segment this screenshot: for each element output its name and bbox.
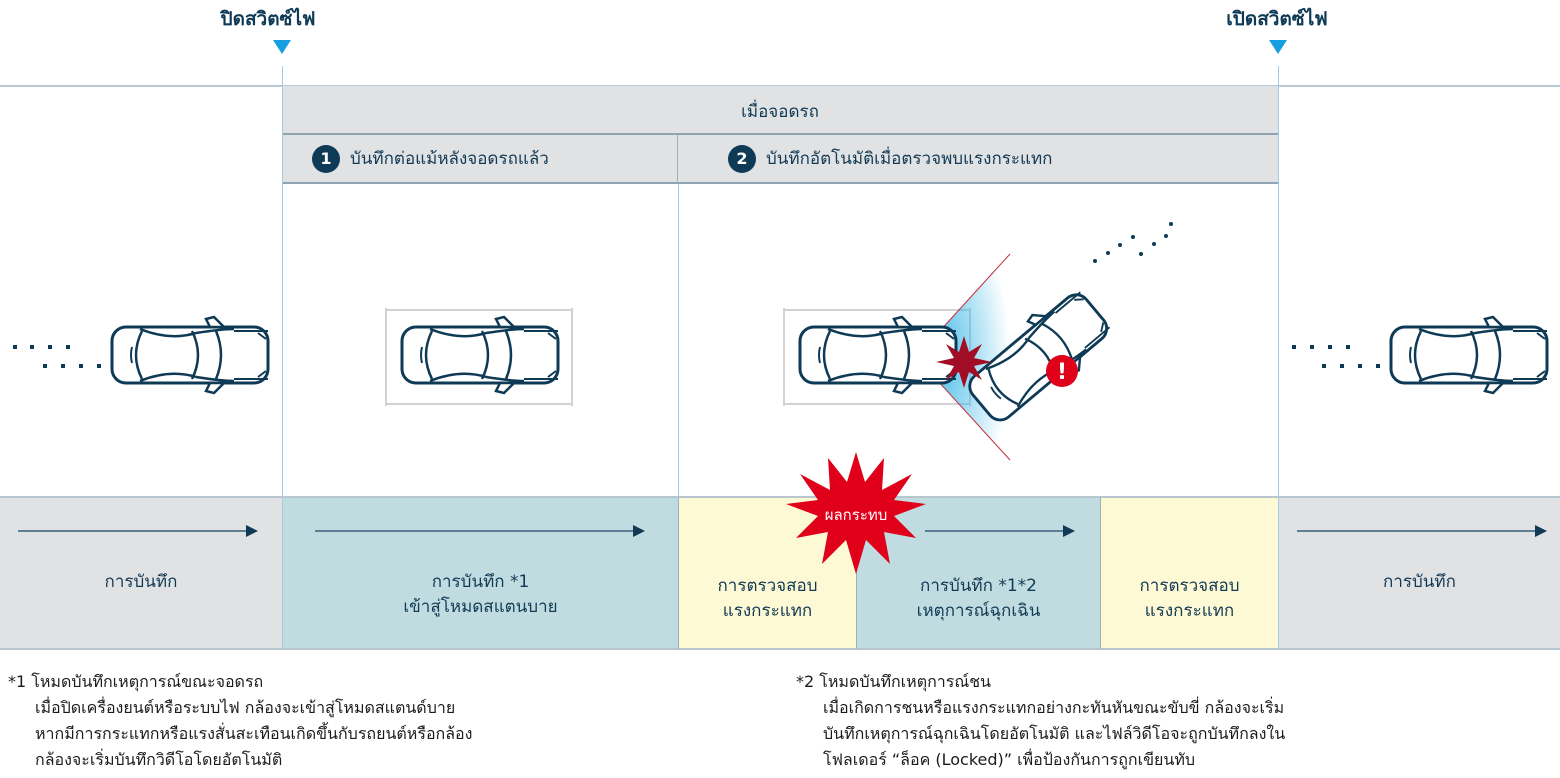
svg-text:!: !: [1057, 360, 1067, 385]
footnote-2-line: โฟลเดอร์ “ล็อค (Locked)” เพื่อป้องกันการ…: [823, 750, 1196, 769]
switch-off-label: ปิดสวิตซ์ไฟ: [220, 8, 316, 30]
parking-bay-icon: [385, 308, 573, 406]
footnote-2: *2 โหมดบันทึกเหตุการณ์ชน เมื่อเกิดการชนห…: [796, 669, 1285, 773]
mode-2-number-badge: 2: [728, 145, 756, 173]
mode-1-number-badge: 1: [312, 145, 340, 173]
segment-impact-detection-1: การตรวจสอบ แรงกระแทก: [678, 496, 856, 650]
segment-4-line1: การบันทึก *1*2: [920, 576, 1037, 596]
parked-car-standby-icon: [400, 315, 560, 395]
scene-illustration: !: [13, 222, 1549, 461]
switch-on-guide-line: [1278, 66, 1279, 650]
alert-icon: !: [1046, 355, 1078, 387]
segment-4-line2: เหตุการณ์ฉุกเฉิน: [916, 601, 1041, 621]
segment-recording-after: การบันทึก: [1278, 496, 1560, 650]
segment-6-line1: การบันทึก: [1383, 572, 1456, 592]
segment-5-line1: การตรวจสอบ: [1139, 576, 1240, 596]
segment-2-line1: การบันทึก *1: [431, 572, 530, 592]
collision-burst-icon: [936, 336, 992, 388]
mode-2-label: บันทึกอัตโนมัติเมื่อตรวจพบแรงกระแทก: [766, 149, 1053, 169]
footnote-2-line: บันทึกเหตุการณ์ฉุกเฉินโดยอัตโนมัติ และไฟ…: [823, 724, 1286, 743]
segment-1-line1: การบันทึก: [104, 572, 178, 592]
footnote-1-line: หากมีการกระแทกหรือแรงสั่นสะเทือนเกิดขึ้น…: [35, 724, 473, 743]
segment-3-line1: การตรวจสอบ: [717, 576, 818, 596]
motion-trail-left-icon: [13, 345, 101, 368]
timeline-arrow-icon: [18, 525, 258, 537]
driving-car-left-icon: [110, 315, 270, 395]
switch-off-guide-line: [282, 66, 283, 650]
footnote-1-line: เมื่อปิดเครื่องยนต์หรือระบบไฟ กล้องจะเข้…: [35, 698, 456, 717]
segment-impact-detection-2: การตรวจสอบ แรงกระแทก: [1100, 496, 1278, 650]
impact-label: ผลกระทบ: [824, 506, 888, 524]
timeline-arrow-icon: [1297, 525, 1547, 537]
footnote-2-title: *2 โหมดบันทึกเหตุการณ์ชน: [796, 672, 991, 691]
switch-off-marker-icon: [273, 40, 291, 54]
driving-car-right-icon: [1389, 315, 1549, 395]
segment-standby-recording: การบันทึก *1 เข้าสู่โหมดสแตนบาย: [282, 496, 678, 650]
impact-starburst-icon: [786, 452, 926, 574]
segment-2-line2: เข้าสู่โหมดสแตนบาย: [403, 597, 558, 617]
footnote-1-title: *1 โหมดบันทึกเหตุการณ์ขณะจอดรถ: [8, 672, 264, 691]
timeline-arrow-icon: [925, 525, 1075, 537]
parked-title: เมื่อจอดรถ: [741, 102, 819, 122]
footnote-2-line: เมื่อเกิดการชนหรือแรงกระแทกอย่างกะทันหัน…: [823, 698, 1285, 717]
segment-3-line2: แรงกระแทก: [722, 601, 813, 621]
segment-5-line2: แรงกระแทก: [1144, 601, 1235, 621]
parked-header: เมื่อจอดรถ: [282, 86, 1278, 135]
segment-recording-before: การบันทึก: [0, 496, 282, 650]
timeline-arrow-icon: [315, 525, 645, 537]
motion-trail-right-icon: [1292, 345, 1380, 368]
segment-emergency-recording: การบันทึก *1*2 เหตุการณ์ฉุกเฉิน: [856, 496, 1100, 650]
parked-car-hit-icon: [798, 315, 958, 395]
footnote-1: *1 โหมดบันทึกเหตุการณ์ขณะจอดรถ เมื่อปิดเ…: [8, 669, 472, 773]
mode-divider-line: [678, 184, 679, 496]
mode-1-label: บันทึกต่อแม้หลังจอดรถแล้ว: [350, 149, 549, 169]
footnote-1-line: กล้องจะเริ่มบันทึกวิดีโอโดยอัตโนมัติ: [35, 750, 283, 769]
mode-1-header: 1 บันทึกต่อแม้หลังจอดรถแล้ว: [282, 135, 678, 184]
switch-on-marker-icon: [1269, 40, 1287, 54]
mode-2-header: 2 บันทึกอัตโนมัติเมื่อตรวจพบแรงกระแทก: [678, 135, 1278, 184]
switch-on-label: เปิดสวิตซ์ไฟ: [1226, 8, 1328, 30]
motion-trail-approaching-icon: [1093, 222, 1173, 263]
